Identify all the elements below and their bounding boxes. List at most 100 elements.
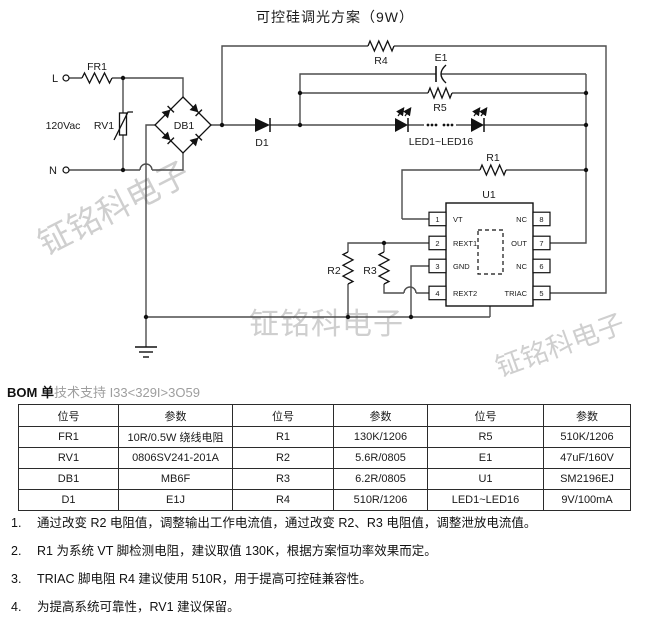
label-r5: R5 xyxy=(433,102,447,114)
label-r2: R2 xyxy=(327,265,341,277)
label-n: N xyxy=(49,165,57,177)
ground-symbol xyxy=(135,346,157,358)
cell-value: 130K/1206 xyxy=(333,426,428,448)
pin-num: 7 xyxy=(539,239,543,248)
cell-value: E1J xyxy=(118,489,233,511)
notes-list: 1. 通过改变 R2 电阻值，调整输出工作电流值，通过改变 R2、R3 电阻值，… xyxy=(0,516,645,626)
cell-ref: DB1 xyxy=(18,468,119,490)
pin-name-rext1: REXT1 xyxy=(453,239,477,248)
table-header-row: 位号 参数 位号 参数 位号 参数 xyxy=(18,404,631,427)
cell-ref: RV1 xyxy=(18,447,119,469)
cell-value: 510K/1206 xyxy=(543,426,631,448)
label-l: L xyxy=(52,73,58,85)
pin-num: 2 xyxy=(435,239,439,248)
cell-ref: D1 xyxy=(18,489,119,511)
diode-d1: D1 xyxy=(255,118,271,149)
resistor-r1: R1 xyxy=(479,152,507,177)
note-number: 1. xyxy=(11,516,22,530)
col-header: 参数 xyxy=(333,404,428,427)
pin-name-out: OUT xyxy=(511,239,527,248)
col-header: 参数 xyxy=(118,404,233,427)
bom-heading-title: BOM 单 xyxy=(7,385,54,400)
cell-ref: R3 xyxy=(232,468,334,490)
label-d1: D1 xyxy=(255,137,269,149)
bom-table: 位号 参数 位号 参数 位号 参数 FR1 10R/0.5W 绕线电阻 R1 1… xyxy=(18,404,631,511)
label-120vac: 120Vac xyxy=(46,120,81,132)
bom-heading-support: 技术支持 I33<329I>3O59 xyxy=(53,385,200,400)
label-led: LED1~LED16 xyxy=(409,136,474,148)
terminal-n: N xyxy=(49,165,70,177)
cell-value: 47uF/160V xyxy=(543,447,631,469)
note-text: TRIAC 脚电阻 R4 建议使用 510R，用于提高可控硅兼容性。 xyxy=(37,572,372,586)
cell-value: 6.2R/0805 xyxy=(333,468,428,490)
terminal-l: L xyxy=(52,73,70,85)
pin-num: 4 xyxy=(435,289,439,298)
bridge-db1: DB1 xyxy=(154,96,212,154)
capacitor-e1: E1 xyxy=(435,52,448,84)
cell-value: MB6F xyxy=(118,468,233,490)
note-item: 3. TRIAC 脚电阻 R4 建议使用 510R，用于提高可控硅兼容性。 xyxy=(0,572,645,586)
pin-name-gnd: GND xyxy=(453,262,470,271)
resistor-r4: R4 xyxy=(367,39,395,67)
resistor-r2: R2 xyxy=(327,251,355,285)
cell-ref: R4 xyxy=(232,489,334,511)
pin-num: 8 xyxy=(539,215,543,224)
label-r1: R1 xyxy=(486,152,500,164)
cell-ref: R2 xyxy=(232,447,334,469)
ic-u1: U1 1 2 3 4 8 7 6 5 VT REXT1 GND REXT2 NC… xyxy=(428,189,551,307)
cell-ref: LED1~LED16 xyxy=(427,489,544,511)
pin-name-nc8: NC xyxy=(516,215,527,224)
note-item: 4. 为提高系统可靠性，RV1 建议保留。 xyxy=(0,600,645,614)
cell-value: 510R/1206 xyxy=(333,489,428,511)
resistor-r3: R3 xyxy=(363,251,391,285)
col-header: 参数 xyxy=(543,404,631,427)
table-row: D1 E1J R4 510R/1206 LED1~LED16 9V/100mA xyxy=(18,489,631,511)
pin-num: 3 xyxy=(435,262,439,271)
label-u1: U1 xyxy=(482,189,496,201)
pin-name-rext2: REXT2 xyxy=(453,289,477,298)
cell-ref: R5 xyxy=(427,426,544,448)
note-text: R1 为系统 VT 脚检测电阻，建议取值 130K，根据方案恒功率效果而定。 xyxy=(37,544,437,558)
cell-ref: R1 xyxy=(232,426,334,448)
resistor-fr1 xyxy=(81,71,113,85)
table-row: RV1 0806SV241-201A R2 5.6R/0805 E1 47uF/… xyxy=(18,447,631,469)
cell-value: 10R/0.5W 绕线电阻 xyxy=(118,426,233,448)
page-title: 可控硅调光方案（9W） xyxy=(256,9,414,25)
pin-num: 5 xyxy=(539,289,543,298)
circuit-schematic: L N 120Vac FR1 RV1 DB1 xyxy=(46,39,607,358)
cell-value: 0806SV241-201A xyxy=(118,447,233,469)
cell-value: 5.6R/0805 xyxy=(333,447,428,469)
junction-dots xyxy=(120,75,589,320)
cell-ref: U1 xyxy=(427,468,544,490)
note-text: 为提高系统可靠性，RV1 建议保留。 xyxy=(37,600,240,614)
label-e1: E1 xyxy=(435,52,448,64)
col-header: 位号 xyxy=(18,404,119,427)
cell-ref: E1 xyxy=(427,447,544,469)
label-rv1: RV1 xyxy=(94,120,114,132)
table-row: FR1 10R/0.5W 绕线电阻 R1 130K/1206 R5 510K/1… xyxy=(18,426,631,448)
pin-name-triac: TRIAC xyxy=(505,289,528,298)
pin-name-vt: VT xyxy=(453,215,463,224)
cell-ref: FR1 xyxy=(18,426,119,448)
label-fr1: FR1 xyxy=(87,61,107,73)
varistor-rv1 xyxy=(113,111,133,141)
label-r4: R4 xyxy=(374,55,388,67)
note-number: 2. xyxy=(11,544,22,558)
wires xyxy=(69,45,607,347)
label-r3: R3 xyxy=(363,265,377,277)
pin-name-nc6: NC xyxy=(516,262,527,271)
bom-heading: BOM 单技术支持 I33<329I>3O59 xyxy=(7,382,200,401)
note-text: 通过改变 R2 电阻值，调整输出工作电流值，通过改变 R2、R3 电阻值，调整泄… xyxy=(37,516,537,530)
label-db1: DB1 xyxy=(174,120,195,132)
pin-num: 1 xyxy=(435,215,439,224)
col-header: 位号 xyxy=(427,404,544,427)
note-number: 3. xyxy=(11,572,22,586)
cell-value: 9V/100mA xyxy=(543,489,631,511)
note-item: 1. 通过改变 R2 电阻值，调整输出工作电流值，通过改变 R2、R3 电阻值，… xyxy=(0,516,645,530)
note-item: 2. R1 为系统 VT 脚检测电阻，建议取值 130K，根据方案恒功率效果而定… xyxy=(0,544,645,558)
pin-num: 6 xyxy=(539,262,543,271)
cell-value: SM2196EJ xyxy=(543,468,631,490)
note-number: 4. xyxy=(11,600,22,614)
resistor-r5: R5 xyxy=(427,86,453,114)
